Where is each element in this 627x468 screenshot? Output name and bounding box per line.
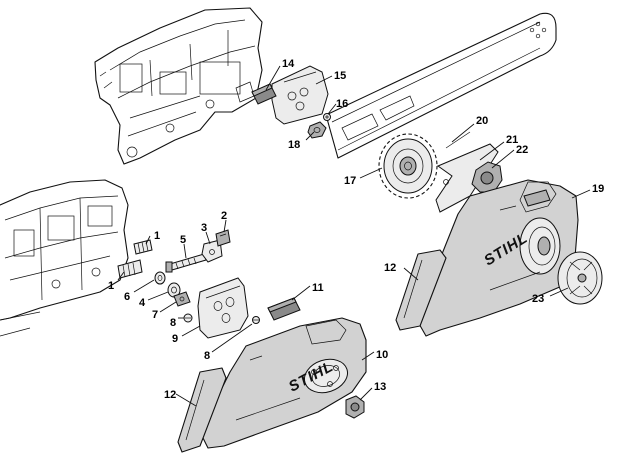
stud-1-upper <box>133 239 153 255</box>
stud-1-lower <box>117 259 143 279</box>
clip-2 <box>215 229 231 247</box>
screw-8-upper <box>183 313 193 323</box>
callout-23: 23 <box>532 293 544 305</box>
callout-21: 21 <box>506 134 518 146</box>
callout-1-lower: 1 <box>108 280 114 292</box>
callout-16: 16 <box>336 98 348 110</box>
nut-13 <box>345 395 365 419</box>
guide-bar <box>325 12 557 159</box>
callout-9: 9 <box>172 333 178 345</box>
callout-13: 13 <box>374 381 386 393</box>
callout-1-upper: 1 <box>154 230 160 242</box>
engine-housing-upper <box>94 7 263 165</box>
chain-catcher-21 <box>435 143 499 213</box>
part-14-block <box>251 83 277 105</box>
plate-9 <box>197 277 249 339</box>
callout-14: 14 <box>282 58 295 70</box>
leader-lines <box>117 65 591 407</box>
bumper-12-right <box>395 249 447 331</box>
part-7 <box>173 291 191 307</box>
sprocket-cover-19: STIHL <box>417 179 579 337</box>
callout-19: 19 <box>592 183 604 195</box>
callout-4: 4 <box>139 297 146 309</box>
callout-10: 10 <box>376 349 388 361</box>
callout-labels: 14 15 16 18 17 20 21 22 19 12 23 1 1 2 3… <box>108 58 604 401</box>
callout-18: 18 <box>288 139 300 151</box>
callout-12-left: 12 <box>164 389 176 401</box>
callout-11: 11 <box>312 282 324 294</box>
tensioner-plate <box>271 65 329 125</box>
callout-5: 5 <box>180 234 186 246</box>
callout-22: 22 <box>516 144 528 156</box>
nut-22 <box>471 161 503 193</box>
sprocket-cover-10: STIHL <box>199 317 367 449</box>
callout-3: 3 <box>201 222 207 234</box>
callout-8-upper: 8 <box>170 317 176 329</box>
screw-16 <box>323 113 331 121</box>
callout-7: 7 <box>152 309 158 321</box>
callout-8-lower: 8 <box>204 350 210 362</box>
callout-17: 17 <box>344 175 356 187</box>
engine-housing-lower <box>0 179 129 337</box>
callout-15: 15 <box>334 70 346 82</box>
part-11-block <box>267 297 301 321</box>
washer-6 <box>154 271 166 285</box>
callout-20: 20 <box>476 115 488 127</box>
cap-23 <box>557 251 603 305</box>
screw-8-lower <box>252 316 260 324</box>
callout-2: 2 <box>221 210 227 222</box>
bumper-12-left <box>177 367 227 453</box>
sprocket-17 <box>378 133 438 199</box>
part-20-bar <box>445 131 471 149</box>
callout-12-right: 12 <box>384 262 396 274</box>
callout-6: 6 <box>124 291 130 303</box>
